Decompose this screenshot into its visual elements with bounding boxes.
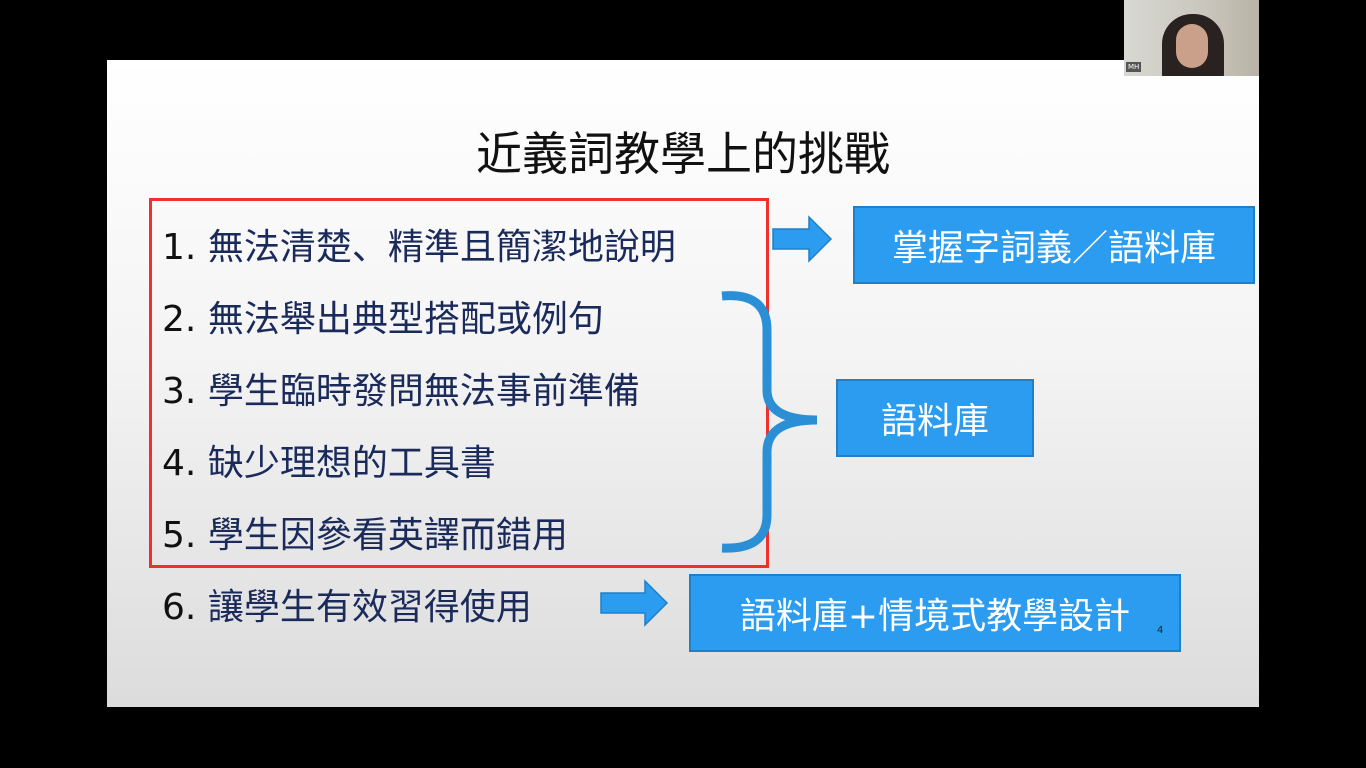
item-number: 4. — [162, 443, 197, 484]
slide-title: 近義詞教學上的挑戰 — [476, 127, 890, 181]
item-text: 讓學生有效習得使用 — [207, 587, 532, 628]
item-number: 3. — [162, 371, 197, 412]
box-corpus-situational-design: 語料庫+情境式教學設計 — [689, 574, 1181, 652]
item-number: 1. — [162, 227, 197, 268]
diagram-shapes — [600, 215, 833, 627]
item-text: 無法清楚、精準且簡潔地說明 — [207, 227, 676, 268]
item-text: 缺少理想的工具書 — [207, 443, 496, 484]
participant-initials: MH — [1126, 62, 1142, 72]
page-number: 4 — [1157, 625, 1164, 636]
speaker-face — [1176, 24, 1208, 68]
item-text: 學生臨時發問無法事前準備 — [207, 371, 640, 412]
box-word-meaning-corpus: 掌握字詞義／語料庫 — [853, 206, 1255, 284]
item-number: 6. — [162, 587, 197, 628]
item-number: 2. — [162, 299, 197, 340]
video-thumbnail[interactable]: MH — [1124, 0, 1259, 76]
box-corpus: 語料庫 — [836, 379, 1034, 457]
curly-brace-icon — [721, 291, 818, 553]
list-item: 1. 無法清楚、精準且簡潔地說明 — [162, 218, 676, 270]
list-item: 4. 缺少理想的工具書 — [162, 434, 496, 486]
slide: 近義詞教學上的挑戰 1. 無法清楚、精準且簡潔地說明 2. 無法舉出典型搭配或例… — [107, 60, 1259, 707]
arrow-right-icon — [600, 579, 669, 627]
list-item: 3. 學生臨時發問無法事前準備 — [162, 362, 640, 414]
list-item: 5. 學生因參看英譯而錯用 — [162, 506, 568, 558]
list-item: 2. 無法舉出典型搭配或例句 — [162, 290, 604, 342]
item-number: 5. — [162, 515, 197, 556]
list-item: 6. 讓學生有效習得使用 — [162, 578, 532, 630]
arrow-right-icon — [772, 215, 833, 263]
item-text: 學生因參看英譯而錯用 — [207, 515, 568, 556]
item-text: 無法舉出典型搭配或例句 — [207, 299, 604, 340]
